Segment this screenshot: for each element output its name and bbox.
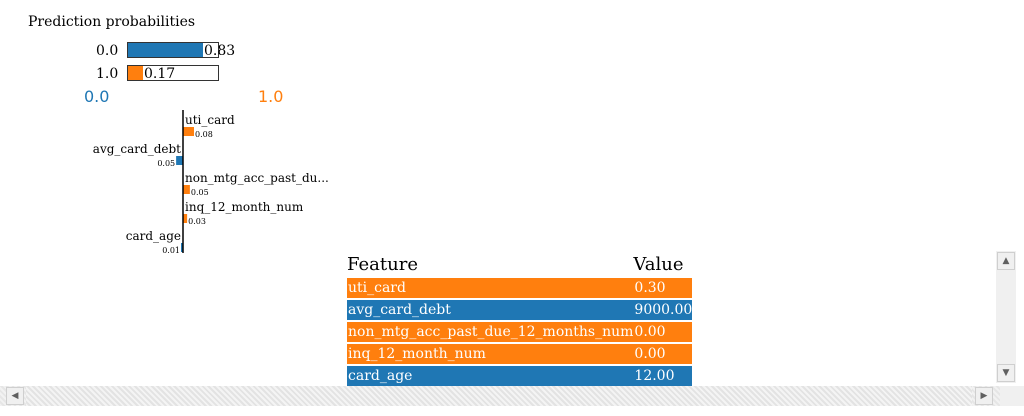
probability-bar-1	[127, 65, 219, 81]
table-header-feature: Feature	[347, 253, 418, 275]
value-cell: 0.00	[633, 320, 693, 343]
class-1-side-label: 1.0	[258, 87, 284, 106]
probability-value-1: 0.17	[144, 66, 176, 82]
probability-fill-1	[128, 66, 143, 80]
class-label-1: 1.0	[96, 66, 119, 82]
feature-label: avg_card_debt	[93, 142, 181, 156]
table-row: avg_card_debt 9000.00	[347, 298, 693, 321]
probability-bar-0	[127, 42, 219, 58]
class-0-side-label: 0.0	[84, 87, 110, 106]
feature-cell: avg_card_debt	[347, 298, 634, 321]
contribution-bar	[181, 243, 183, 252]
feature-label: card_age	[126, 229, 181, 243]
feature-cell: inq_12_month_num	[347, 342, 634, 365]
contribution-value-label: 0.05	[157, 159, 175, 168]
probability-value-0: 0.83	[204, 43, 236, 59]
feature-cell: card_age	[347, 364, 634, 386]
feature-label: non_mtg_acc_past_du...	[185, 171, 329, 185]
feature-label: inq_12_month_num	[185, 200, 304, 214]
contribution-value-label: 0.08	[195, 130, 213, 139]
table-header-row: Feature Value	[347, 253, 692, 277]
contribution-value-label: 0.03	[188, 217, 206, 226]
prediction-probabilities-title: Prediction probabilities	[28, 14, 196, 30]
value-cell: 0.30	[633, 276, 693, 299]
feature-value-table: Feature Value uti_card 0.30 avg_card_deb…	[347, 253, 693, 386]
table-row: uti_card 0.30	[347, 276, 693, 299]
class-label-0: 0.0	[96, 43, 119, 59]
value-cell: 12.00	[633, 364, 693, 386]
feature-contribution-chart: uti_card 0.08 avg_card_debt 0.05 non_mtg_acc…	[93, 110, 329, 255]
contribution-bar	[176, 156, 183, 165]
scroll-right-arrow-icon[interactable]: ▶	[975, 387, 993, 405]
probability-fill-0	[128, 43, 203, 57]
feature-cell: non_mtg_acc_past_due_12_months_num	[347, 320, 634, 343]
contribution-value-label: 0.05	[191, 188, 209, 197]
contribution-bar	[183, 214, 188, 223]
scroll-down-arrow-icon[interactable]: ▼	[997, 364, 1015, 382]
horizontal-scrollbar[interactable]: ◀ ▶	[0, 386, 1000, 406]
value-cell: 9000.00	[633, 298, 693, 321]
scrollbar-corner	[1000, 386, 1024, 406]
scroll-up-arrow-icon[interactable]: ▲	[997, 252, 1015, 270]
table-row: non_mtg_acc_past_due_12_months_num 0.00	[347, 320, 693, 343]
feature-cell: uti_card	[347, 276, 634, 299]
feature-label: uti_card	[185, 113, 235, 127]
scroll-left-arrow-icon[interactable]: ◀	[6, 387, 24, 405]
table-header-value: Value	[633, 253, 684, 275]
horizontal-scroll-track[interactable]	[26, 386, 972, 406]
contribution-value-label: 0.01	[162, 246, 180, 255]
value-cell: 0.00	[633, 342, 693, 365]
table-row: card_age 12.00	[347, 364, 693, 386]
vertical-scrollbar[interactable]: ▲ ▼	[996, 251, 1016, 383]
contribution-bar	[183, 185, 190, 194]
contribution-bar	[183, 127, 194, 136]
table-row: inq_12_month_num 0.00	[347, 342, 693, 365]
